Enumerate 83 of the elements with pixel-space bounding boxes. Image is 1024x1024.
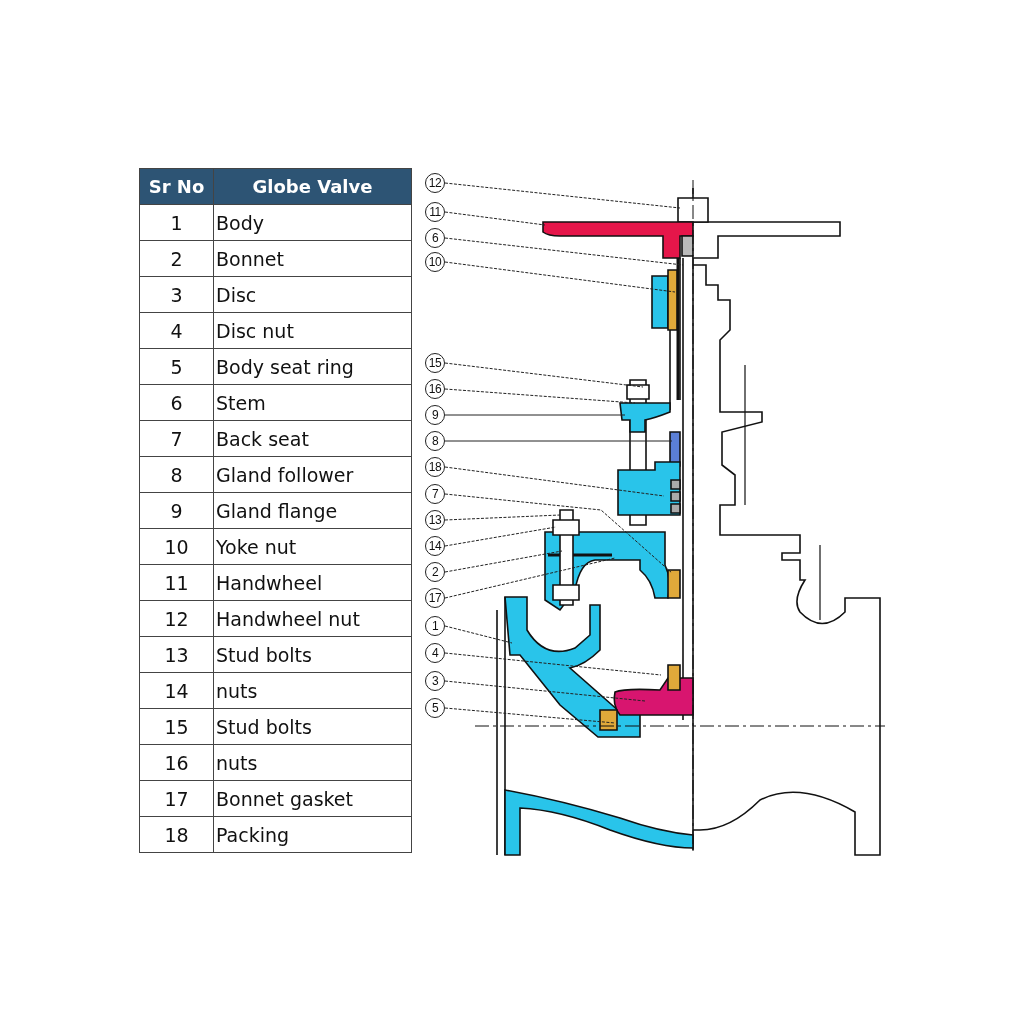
table-cell: 7: [139, 420, 214, 457]
callout-number: 11: [429, 206, 441, 218]
callout-circle: [425, 484, 445, 504]
table-cell: 3: [139, 276, 214, 313]
callout-number: 17: [428, 592, 442, 604]
table-cell: Stem: [213, 384, 412, 421]
callout-number: 6: [431, 232, 439, 244]
table-cell: Disc nut: [213, 312, 412, 349]
table-cell: 11: [139, 564, 214, 601]
callout-number: 9: [431, 409, 439, 421]
table-cell: Bonnet gasket: [213, 780, 412, 817]
table-cell: Packing: [213, 816, 412, 853]
callout-number: 1: [431, 620, 439, 632]
table-cell: Gland follower: [213, 456, 412, 493]
leader-line: [444, 514, 561, 521]
table-cell: Disc: [213, 276, 412, 313]
table-cell: 9: [139, 492, 214, 529]
table-cell: Body seat ring: [213, 348, 412, 385]
leader-line: [444, 680, 646, 702]
table-cell: nuts: [213, 744, 412, 781]
callout-number: 3: [431, 675, 439, 687]
table-cell: 15: [139, 708, 214, 745]
callout-number: 13: [428, 514, 442, 526]
table-cell: Body: [213, 204, 412, 241]
callout-number: 14: [428, 540, 442, 552]
callout-number: 15: [428, 357, 442, 369]
leader-line: [444, 625, 513, 644]
leader-line: [444, 440, 673, 442]
callout-number: 7: [431, 488, 439, 500]
leader-line: [444, 557, 616, 599]
table-cell: 10: [139, 528, 214, 565]
table-cell: 2: [139, 240, 214, 277]
callout-number: 16: [428, 383, 442, 395]
callout-number: 5: [431, 702, 439, 714]
table-cell: Yoke nut: [213, 528, 412, 565]
table-cell: 1: [139, 204, 214, 241]
leader-line: [444, 414, 626, 416]
leader-line: [444, 261, 676, 293]
table-cell: Handwheel nut: [213, 600, 412, 637]
leader-line: [444, 362, 644, 388]
table-cell: Stud bolts: [213, 636, 412, 673]
table-cell: 17: [139, 780, 214, 817]
leader-line: [444, 526, 557, 547]
table-cell: 6: [139, 384, 214, 421]
table-cell: 5: [139, 348, 214, 385]
table-cell: 12: [139, 600, 214, 637]
callout-number: 18: [428, 461, 442, 473]
callout-circle: [425, 431, 445, 451]
callout-number: 4: [431, 647, 439, 659]
callout-circle: [425, 643, 445, 663]
callout-number: 8: [431, 435, 439, 447]
callout-circle: [425, 698, 445, 718]
table-header: Globe Valve: [213, 168, 412, 205]
table-cell: 14: [139, 672, 214, 709]
callout-number: 12: [428, 177, 442, 189]
leader-line: [444, 388, 636, 404]
table-header: Sr No: [139, 168, 214, 205]
callout-circle: [425, 616, 445, 636]
callout-circle: [425, 405, 445, 425]
table-cell: Bonnet: [213, 240, 412, 277]
leader-line: [444, 182, 681, 209]
callout-circle: [425, 228, 445, 248]
callout-circle: [425, 562, 445, 582]
table-cell: Stud bolts: [213, 708, 412, 745]
table-cell: Gland flange: [213, 492, 412, 529]
callout-circle: [425, 671, 445, 691]
callout-number: 10: [428, 256, 442, 268]
table-cell: 4: [139, 312, 214, 349]
leader-line: [444, 707, 616, 724]
leader-line: [444, 652, 662, 676]
leader-line: [444, 466, 665, 497]
leader-line: [444, 237, 684, 266]
table-cell: 8: [139, 456, 214, 493]
leader-line: [444, 211, 546, 226]
table-cell: Back seat: [213, 420, 412, 457]
leader-line: [444, 493, 673, 574]
leader-line: [444, 550, 563, 573]
table-cell: Handwheel: [213, 564, 412, 601]
table-cell: 18: [139, 816, 214, 853]
callout-number: 2: [431, 566, 439, 578]
table-cell: 13: [139, 636, 214, 673]
table-cell: nuts: [213, 672, 412, 709]
table-cell: 16: [139, 744, 214, 781]
